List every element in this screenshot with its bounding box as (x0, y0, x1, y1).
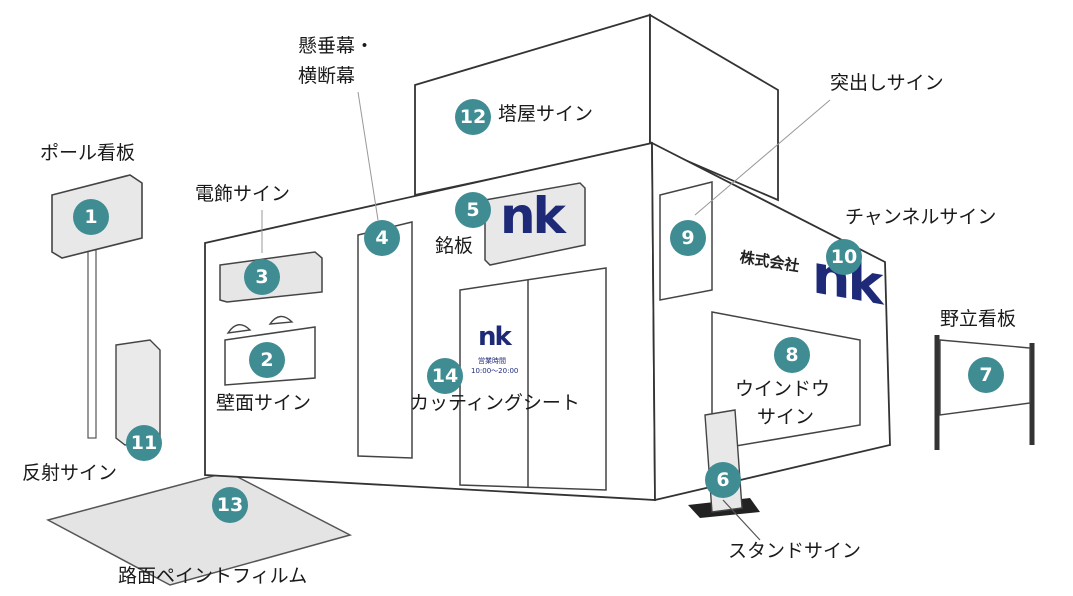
label-tower-sign: 塔屋サイン (498, 103, 594, 125)
wall-lamp-left (226, 324, 252, 334)
badge-12: 12 (455, 99, 491, 135)
label-window-sign-1: ウインドウ (735, 378, 831, 400)
leader-stand (722, 499, 761, 541)
badge-5: 5 (455, 192, 491, 228)
door-logo: nk (478, 322, 512, 352)
badge-14: 14 (427, 358, 463, 394)
leader-banner (357, 91, 379, 221)
nameplate-panel (484, 182, 586, 266)
label-field-board: 野立看板 (940, 308, 1017, 330)
label-banner-1: 懸垂幕・ (298, 35, 375, 57)
badge-13: 13 (212, 487, 248, 523)
label-stand-sign: スタンドサイン (728, 540, 862, 562)
window-sign-panel (711, 311, 861, 451)
label-banner-2: 横断幕 (298, 65, 356, 87)
label-channel-sign: チャンネルサイン (845, 206, 997, 228)
label-cutting-sheet: カッティングシート (410, 392, 580, 414)
nameplate-logo: nk (500, 187, 566, 245)
label-nameplate: 銘板 (435, 235, 474, 257)
label-reflective-sign: 反射サイン (22, 462, 118, 484)
badge-3: 3 (244, 259, 280, 295)
badge-1: 1 (73, 199, 109, 235)
badge-9: 9 (670, 220, 706, 256)
badge-4: 4 (364, 220, 400, 256)
badge-2: 2 (249, 342, 285, 378)
leader-protruding (694, 99, 831, 216)
road-paint-film (45, 471, 353, 586)
label-wall-sign: 壁面サイン (216, 392, 312, 414)
badge-11: 11 (126, 425, 162, 461)
label-road-paint: 路面ペイントフィルム (118, 565, 308, 587)
door-frame (459, 267, 607, 491)
label-electric-sign: 電飾サイン (195, 183, 291, 205)
wall-lamp-right (268, 315, 294, 325)
tower-side (649, 13, 779, 202)
door-hours-label: 営業時間 (478, 357, 506, 365)
door-hours-time: 10:00〜20:00 (471, 367, 519, 375)
label-window-sign-2: サイン (757, 406, 815, 428)
badge-7: 7 (968, 357, 1004, 393)
pole-post (87, 249, 97, 439)
label-pole-sign: ポール看板 (40, 142, 136, 164)
badge-6: 6 (705, 462, 741, 498)
badge-8: 8 (774, 337, 810, 373)
label-protruding-sign: 突出しサイン (830, 72, 944, 94)
banner-panel (357, 221, 413, 459)
badge-10: 10 (826, 239, 862, 275)
